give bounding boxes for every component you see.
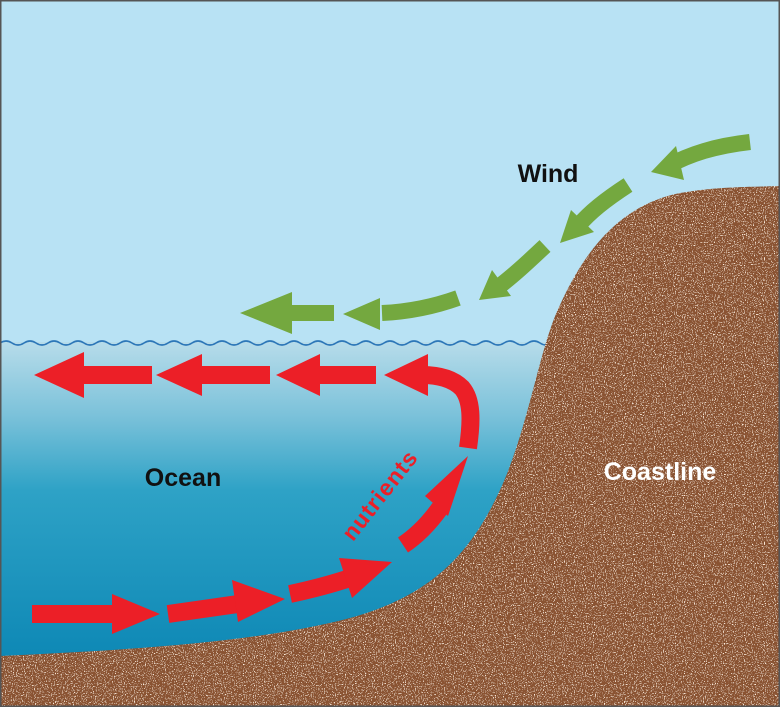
wind-arrow-head bbox=[560, 210, 594, 243]
wind-label: Wind bbox=[518, 160, 579, 188]
ocean-label: Ocean bbox=[145, 464, 221, 492]
current-arrow-segment bbox=[397, 502, 448, 553]
wind-arrow-segment bbox=[381, 290, 461, 321]
current-arrow-head bbox=[339, 558, 392, 598]
current-arrow-segment bbox=[166, 595, 240, 623]
current-arrow-segment bbox=[421, 366, 480, 450]
water-surface-line bbox=[0, 340, 553, 346]
current-arrow-head bbox=[156, 354, 202, 396]
current-arrow-head bbox=[232, 580, 285, 622]
coastline-label: Coastline bbox=[604, 458, 717, 486]
current-arrow-head bbox=[276, 354, 320, 396]
wind-arrow-head bbox=[651, 146, 684, 180]
current-arrow-head bbox=[425, 456, 468, 516]
wind-arrow-head bbox=[343, 298, 380, 330]
current-arrow-head bbox=[34, 352, 84, 398]
current-arrow-heads bbox=[34, 352, 468, 634]
wind-arrow-head bbox=[240, 292, 292, 334]
current-arrow-head bbox=[384, 354, 428, 396]
coastline-land bbox=[0, 186, 780, 707]
wind-arrow-heads bbox=[240, 146, 684, 334]
current-arrow-head bbox=[112, 594, 160, 634]
wind-arrow-head bbox=[479, 270, 511, 300]
